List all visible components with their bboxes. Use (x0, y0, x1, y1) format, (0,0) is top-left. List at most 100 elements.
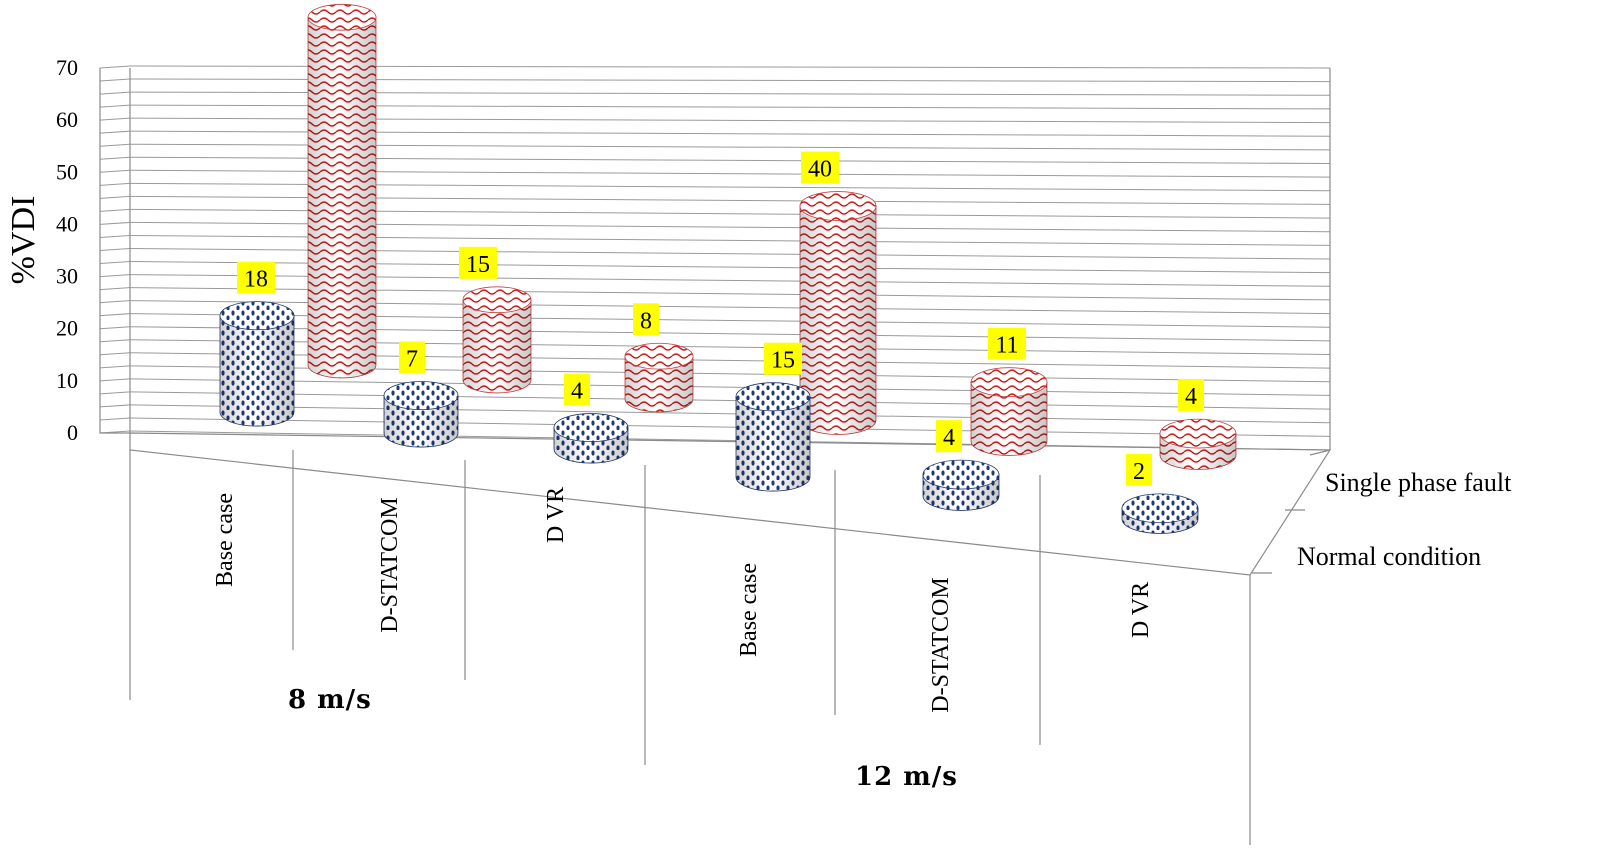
y-tick-label: 50 (56, 159, 78, 184)
category-label: Base case (736, 563, 762, 657)
data-label: 7 (406, 346, 418, 372)
y-tick-label: 70 (56, 55, 78, 80)
group-label-8ms: 8 m/s (288, 685, 372, 715)
data-label-bg (1126, 453, 1152, 486)
cylinder-normal-4: 4 (922, 420, 1000, 511)
side-gridline (99, 156, 131, 160)
y-axis-line (99, 68, 130, 434)
gridline (129, 417, 1331, 437)
floor-tick (1309, 449, 1331, 456)
cylinder-fault-3: 40 (799, 151, 877, 435)
y-tick-label: 40 (56, 211, 78, 236)
side-gridline (99, 287, 131, 291)
y-tick-label: 20 (56, 316, 78, 341)
y-tick-label: 30 (56, 264, 78, 289)
cylinder-shading (308, 17, 376, 378)
cylinder-top (970, 367, 1048, 397)
data-label: 18 (244, 267, 268, 293)
gridline (129, 391, 1331, 410)
side-gridline (99, 104, 131, 108)
cylinder-fault-1: 15 (459, 246, 532, 394)
data-label-bg (459, 246, 497, 279)
data-label-bg (801, 151, 839, 184)
chart-frame (99, 68, 1332, 845)
data-label: 15 (771, 348, 795, 374)
cylinder-normal-0: 18 (219, 261, 295, 427)
cylinder-shading (625, 356, 693, 412)
data-label-bg (564, 373, 590, 406)
side-gridline (99, 339, 131, 343)
category-label: D-STATCOM (928, 577, 954, 712)
y-tick-label: 60 (56, 107, 78, 132)
data-label-bg (936, 420, 962, 453)
data-label: 8 (640, 308, 652, 334)
cylinder-top (307, 3, 377, 31)
gridline (129, 404, 1331, 424)
cylinder-top (462, 286, 532, 314)
cylinder-top (799, 191, 877, 221)
side-gridline (99, 248, 131, 251)
data-label: 4 (1185, 384, 1197, 410)
cylinder-shading (463, 299, 531, 393)
side-gridline (99, 365, 131, 369)
side-gridline (99, 78, 131, 82)
data-label: 15 (466, 252, 490, 278)
data-label-bg (764, 342, 802, 375)
y-axis-label: %VDI (5, 196, 42, 285)
side-gridline (99, 208, 131, 212)
cylinder-top (553, 413, 629, 443)
cylinder-shading (736, 396, 810, 492)
y-tick-label: 10 (56, 368, 78, 393)
cylinder-shading (971, 382, 1047, 456)
cylinder-normal-2: 4 (553, 373, 629, 464)
cylinder-normal-3: 15 (735, 342, 811, 492)
data-label: 40 (808, 157, 832, 183)
cylinder-top (1159, 418, 1237, 449)
side-gridline (99, 91, 131, 95)
side-gridline (99, 143, 131, 147)
category-label: D-STATCOM (377, 497, 403, 632)
cylinder-fault-0: 65 (307, 3, 377, 379)
data-label-bg (1178, 379, 1204, 412)
series-label-single-phase-fault: Single phase fault (1325, 468, 1512, 497)
data-label: 4 (943, 425, 955, 451)
cylinder-top (383, 381, 459, 411)
gridline (129, 378, 1331, 396)
cylinder-normal-5: 2 (1121, 453, 1199, 534)
side-gridline (99, 274, 131, 278)
side-gridline (99, 352, 131, 356)
data-label: 4 (571, 379, 583, 405)
cylinder-shading (800, 206, 876, 435)
cylinder-top (735, 382, 811, 412)
side-gridline (99, 404, 131, 408)
side-gridline (99, 221, 131, 225)
side-gridline (99, 195, 131, 199)
cylinder-shading (384, 395, 458, 448)
side-gridline (99, 130, 131, 134)
data-label-bg (633, 303, 659, 336)
cylinder-shading (220, 315, 294, 427)
data-label-bg (988, 327, 1026, 360)
data-label: 2 (1133, 459, 1145, 485)
side-gridline (99, 417, 131, 421)
side-gridline (99, 65, 131, 69)
cylinder-top (922, 459, 1000, 490)
side-gridline (99, 169, 131, 173)
data-label-bg (237, 261, 275, 294)
category-label: D VR (1128, 582, 1154, 638)
side-gridline (99, 326, 131, 330)
group-label-12ms: 12 m/s (855, 762, 958, 792)
cylinder-normal-1: 7 (383, 341, 459, 448)
side-gridline (99, 261, 131, 265)
series-label-normal-condition: Normal condition (1297, 542, 1481, 571)
data-label: 11 (995, 333, 1018, 359)
side-gridline (99, 300, 131, 304)
cylinder-bars: 65 15 8 40 11 4 18 7 4 15 4 2 (219, 3, 1237, 534)
side-gridline (99, 391, 131, 395)
side-gridline (99, 378, 131, 382)
cylinder-top (1121, 493, 1199, 524)
cylinder-fault-5: 4 (1159, 379, 1237, 470)
cylinder-top (624, 342, 694, 370)
cylinder-fault-2: 8 (624, 303, 694, 413)
